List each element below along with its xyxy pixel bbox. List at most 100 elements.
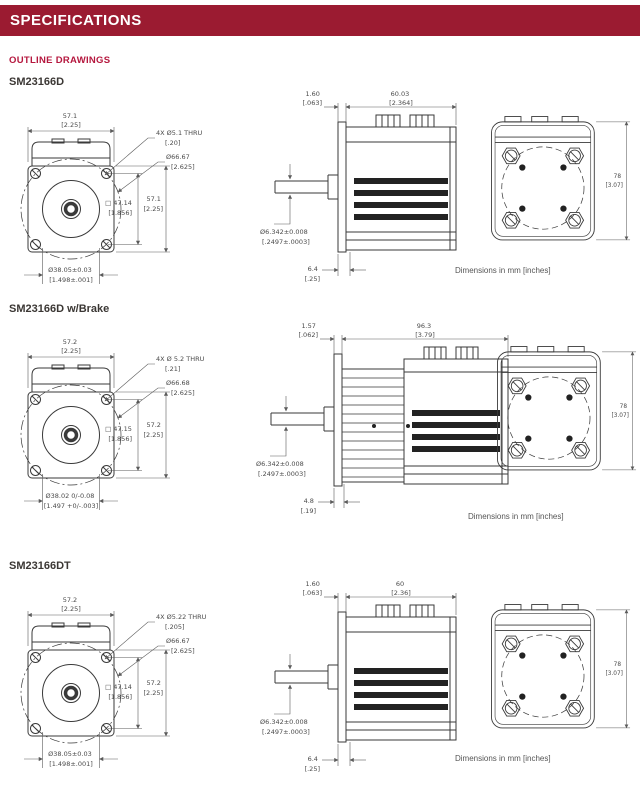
mounting-holes-callout: 4X Ø5.1 THRU [.20] — [156, 129, 204, 147]
boss-dimension: 6.4 [.25] — [305, 755, 320, 773]
mounting-holes-callout: 4X Ø 5.2 THRU [.21] — [156, 355, 206, 373]
inch-value: [.20] — [165, 139, 180, 147]
inch-value: [1.856] — [108, 209, 132, 217]
section-title: OUTLINE DRAWINGS — [9, 55, 111, 66]
mounting-holes-callout: 4X Ø5.22 THRU [.205] — [156, 613, 209, 631]
height-dimension: 57.2 [2.25] — [143, 421, 163, 439]
mm-value: 6.4 — [308, 265, 318, 273]
mm-value: Ø38.05±0.03 — [48, 750, 92, 758]
mm-value: □ 47.15 — [105, 425, 132, 433]
bolt-circle-callout: Ø66.68 [2.625] — [166, 379, 195, 397]
flange-dimension: 1.57 [.062] — [298, 322, 318, 339]
mm-value: Ø6.342±0.008 — [260, 718, 308, 726]
mm-value: 4X Ø 5.2 THRU — [156, 355, 205, 363]
inch-value: [1.856] — [108, 693, 132, 701]
back-view-drawing: 78 [3.07] — [484, 334, 640, 486]
mm-value: 78 — [614, 662, 622, 668]
inch-value: [1.498±.001] — [49, 276, 93, 284]
model-title: SM23166D — [9, 76, 65, 88]
mm-value: 57.2 — [146, 679, 160, 687]
square-dimension: □ 47.15 [1.856] — [105, 425, 134, 443]
mm-value: Ø66.67 — [166, 153, 190, 161]
inch-value: [2.364] — [389, 99, 413, 107]
inch-value: [2.36] — [391, 589, 411, 597]
mm-value: 57.1 — [63, 112, 77, 120]
mm-value: 57.1 — [146, 195, 160, 203]
width-dimension: 57.2 [2.25] — [61, 596, 81, 613]
inch-value: [3.07] — [605, 183, 622, 189]
side-view-drawing: 1.57 [.062] 96.3 [3.79] Ø6.342±0.008 [.2… — [256, 322, 521, 515]
mm-value: Ø66.67 — [166, 637, 190, 645]
units-note: Dimensions in mm [inches] — [455, 754, 551, 763]
inch-value: [.2497±.0003] — [258, 470, 306, 478]
front-view-drawing: 57.2 [2.25] 4X Ø 5.2 THRU [.21] Ø66.68 [… — [8, 338, 206, 522]
inch-value: [.063] — [302, 99, 322, 107]
inch-value: [.205] — [165, 623, 185, 631]
side-view-drawing: 1.60 [.063] 60 [2.36] Ø6.342±0.008 [.249… — [260, 580, 475, 773]
bolt-circle-callout: Ø66.67 [2.625] — [166, 153, 195, 171]
length-dimension: 60.03 [2.364] — [389, 90, 413, 107]
inch-value: [1.498±.001] — [49, 760, 93, 768]
height-dimension: 57.2 [2.25] — [143, 679, 163, 697]
inch-value: [.21] — [165, 365, 180, 373]
units-note: Dimensions in mm [inches] — [455, 266, 551, 275]
overall-height-dimension: 78 [3.07] — [611, 404, 628, 419]
width-dimension: 57.1 [2.25] — [61, 112, 81, 129]
inch-value: [2.25] — [61, 347, 81, 355]
model-title: SM23166DT — [9, 560, 71, 572]
shaft-dimension: Ø6.342±0.008 [.2497±.0003] — [260, 228, 310, 246]
inch-value: [.063] — [302, 589, 322, 597]
mm-value: 1.60 — [305, 90, 319, 98]
flange-dimension: 1.60 [.063] — [302, 580, 322, 597]
width-dimension: 57.2 [2.25] — [61, 338, 81, 355]
front-view-drawing: 57.1 [2.25] 4X Ø5.1 THRU [.20] Ø66.67 [2… — [8, 112, 204, 296]
inch-value: [1.856] — [108, 435, 132, 443]
inch-value: [2.25] — [143, 689, 163, 697]
mm-value: 4X Ø5.22 THRU — [156, 613, 207, 621]
side-view-drawing: 1.60 [.063] 60.03 [2.364] Ø6.342±0.008 [… — [260, 90, 475, 283]
inch-value: [.062] — [298, 331, 318, 339]
inch-value: [.19] — [301, 507, 316, 515]
inch-value: [2.25] — [143, 205, 163, 213]
length-dimension: 60 [2.36] — [391, 580, 411, 597]
page-title: SPECIFICATIONS — [10, 12, 142, 29]
mm-value: 60 — [396, 580, 404, 588]
inch-value: [.2497±.0003] — [262, 728, 310, 736]
overall-height-dimension: 78 [3.07] — [605, 174, 622, 189]
overall-height-dimension: 78 [3.07] — [605, 662, 622, 677]
model-title: SM23166D w/Brake — [9, 303, 110, 315]
mm-value: Ø6.342±0.008 — [260, 228, 308, 236]
mm-value: 57.2 — [146, 421, 160, 429]
boss-dimension: 6.4 [.25] — [305, 265, 320, 283]
inch-value: [2.625] — [171, 389, 195, 397]
boss-dimension: 4.8 [.19] — [301, 497, 316, 515]
mm-value: □ 47.14 — [105, 199, 132, 207]
square-dimension: □ 47.14 [1.856] — [105, 199, 134, 217]
mm-value: 78 — [614, 174, 622, 180]
inch-value: [.25] — [305, 765, 320, 773]
mm-value: 4.8 — [304, 497, 314, 505]
header-bar: SPECIFICATIONS — [0, 5, 640, 36]
front-view-drawing: 57.2 [2.25] 4X Ø5.22 THRU [.205] Ø66.67 … — [8, 596, 209, 780]
mm-value: 1.57 — [301, 322, 315, 330]
mm-value: Ø66.68 — [166, 379, 190, 387]
flange-dimension: 1.60 [.063] — [302, 90, 322, 107]
length-dimension: 96.3 [3.79] — [415, 322, 435, 339]
height-dimension: 57.1 [2.25] — [143, 195, 163, 213]
mm-value: Ø38.02 0/-0.08 — [45, 492, 94, 500]
inch-value: [3.07] — [611, 413, 628, 419]
mm-value: Ø38.05±0.03 — [48, 266, 92, 274]
pilot-dimension: Ø38.05±0.03 [1.498±.001] — [48, 266, 94, 284]
mm-value: 78 — [620, 404, 628, 410]
inch-value: [3.07] — [605, 671, 622, 677]
mm-value: 60.03 — [391, 90, 410, 98]
inch-value: [2.625] — [171, 163, 195, 171]
mm-value: 57.2 — [63, 596, 77, 604]
inch-value: [.2497±.0003] — [262, 238, 310, 246]
pilot-dimension: Ø38.02 0/-0.08 [1.497 +0/-.003] — [44, 492, 98, 510]
pilot-dimension: Ø38.05±0.03 [1.498±.001] — [48, 750, 94, 768]
inch-value: [2.625] — [171, 647, 195, 655]
inch-value: [2.25] — [61, 605, 81, 613]
back-view-drawing: 78 [3.07] — [478, 592, 640, 744]
